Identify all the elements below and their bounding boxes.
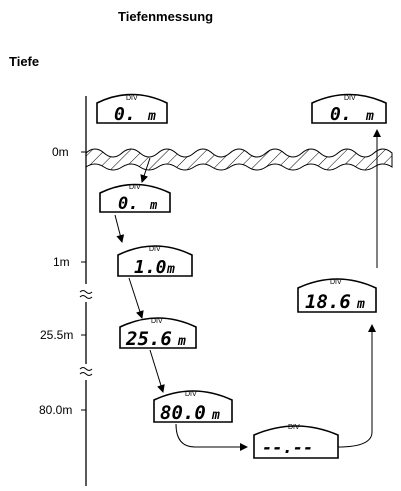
section-heading: Tiefe: [9, 54, 40, 69]
depth-label-80m: 80.0m: [39, 403, 72, 417]
axis-break-mark: [79, 290, 93, 299]
display-mode-label: DIV: [151, 318, 163, 325]
lcd-display-1m: DIV 1.0 m: [117, 245, 193, 278]
lcd-display-25m: DIV 25.6 m: [119, 317, 197, 350]
lcd-display-below-surface: DIV 0. m: [99, 183, 171, 214]
display-unit: m: [356, 297, 365, 312]
display-unit: m: [147, 109, 156, 124]
flow-arrow: [114, 214, 125, 243]
lcd-display-surface-end: DIV 0. m: [311, 93, 387, 125]
display-mode-label: DIV: [126, 95, 138, 102]
lcd-display-surface-start: DIV 0. m: [96, 93, 168, 125]
lcd-display-80m: DIV 80.0 m: [153, 390, 233, 424]
display-unit: m: [365, 109, 374, 124]
depth-label-25m: 25.5m: [40, 328, 73, 342]
axis-break-mark: [79, 367, 93, 376]
display-mode-label: DIV: [288, 424, 300, 431]
display-unit: m: [211, 408, 220, 423]
display-digits: 80.0: [160, 402, 206, 424]
lcd-display-ascent: DIV --.--: [253, 424, 339, 459]
display-mode-label: DIV: [129, 184, 141, 191]
display-digits: --.--: [262, 438, 313, 458]
display-digits: 0.: [114, 104, 136, 125]
display-mode-label: DIV: [330, 279, 342, 286]
flow-arrow: [149, 349, 165, 393]
depth-label-surface: 0m: [52, 145, 69, 159]
flow-arrow: [140, 157, 151, 183]
flow-arrow: [337, 324, 376, 448]
display-digits: 25.6: [125, 328, 172, 350]
display-unit: m: [177, 334, 186, 349]
depth-label-1m: 1m: [53, 255, 70, 269]
display-mode-label: DIV: [344, 95, 356, 102]
display-digits: 1.0: [134, 257, 167, 278]
display-digits: 0.: [330, 104, 352, 125]
flow-arrow: [175, 423, 248, 451]
lcd-display-18m: DIV 18.6 m: [297, 278, 377, 313]
display-digits: 18.6: [305, 291, 351, 313]
display-mode-label: DIV: [149, 246, 161, 253]
flow-arrow: [128, 277, 144, 319]
page-title: Tiefenmessung: [118, 9, 214, 24]
display-unit: m: [166, 262, 175, 277]
display-digits: 0.: [118, 194, 138, 214]
display-unit: m: [149, 198, 158, 212]
water-surface: [85, 148, 393, 171]
display-mode-label: DIV: [185, 391, 197, 398]
